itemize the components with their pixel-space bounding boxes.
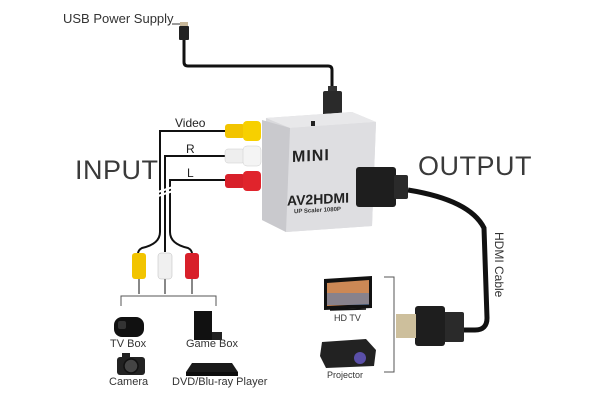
converter-box [262,112,376,232]
rca-plugs-top [224,121,262,191]
output-device-hd-tv: HD TV [334,313,361,323]
rca-plugs-bottom [132,252,199,294]
usb-power-cable [172,22,342,117]
input-device-tv-box: TV Box [110,338,147,350]
video-label: Video [175,116,206,130]
output-label: OUTPUT [418,151,532,181]
game-console-icon [194,311,222,340]
left-audio-label: L [187,166,194,180]
input-bracket [120,295,217,306]
projector-icon [320,339,376,368]
hdmi-cable [356,167,490,346]
converter-model: AV2HDMI [287,189,349,209]
camera-icon [117,353,145,375]
converter-brand: MINI [292,147,330,166]
usb-power-supply-label: USB Power Supply [63,11,174,26]
output-device-projector: Projector [327,370,364,380]
input-device-camera: Camera [109,376,149,388]
right-audio-label: R [186,142,195,156]
input-device-game-box: Game Box [186,338,238,350]
input-device-dvd-player: DVD/Blu-ray Player [172,376,268,388]
tv-box-icon [114,317,144,337]
tv-icon [324,276,372,311]
hdmi-cable-label: HDMI Cable [492,232,506,298]
output-bracket [384,276,395,373]
rca-wires [137,130,225,255]
dvd-player-icon [186,363,238,376]
input-label: INPUT [75,155,159,185]
